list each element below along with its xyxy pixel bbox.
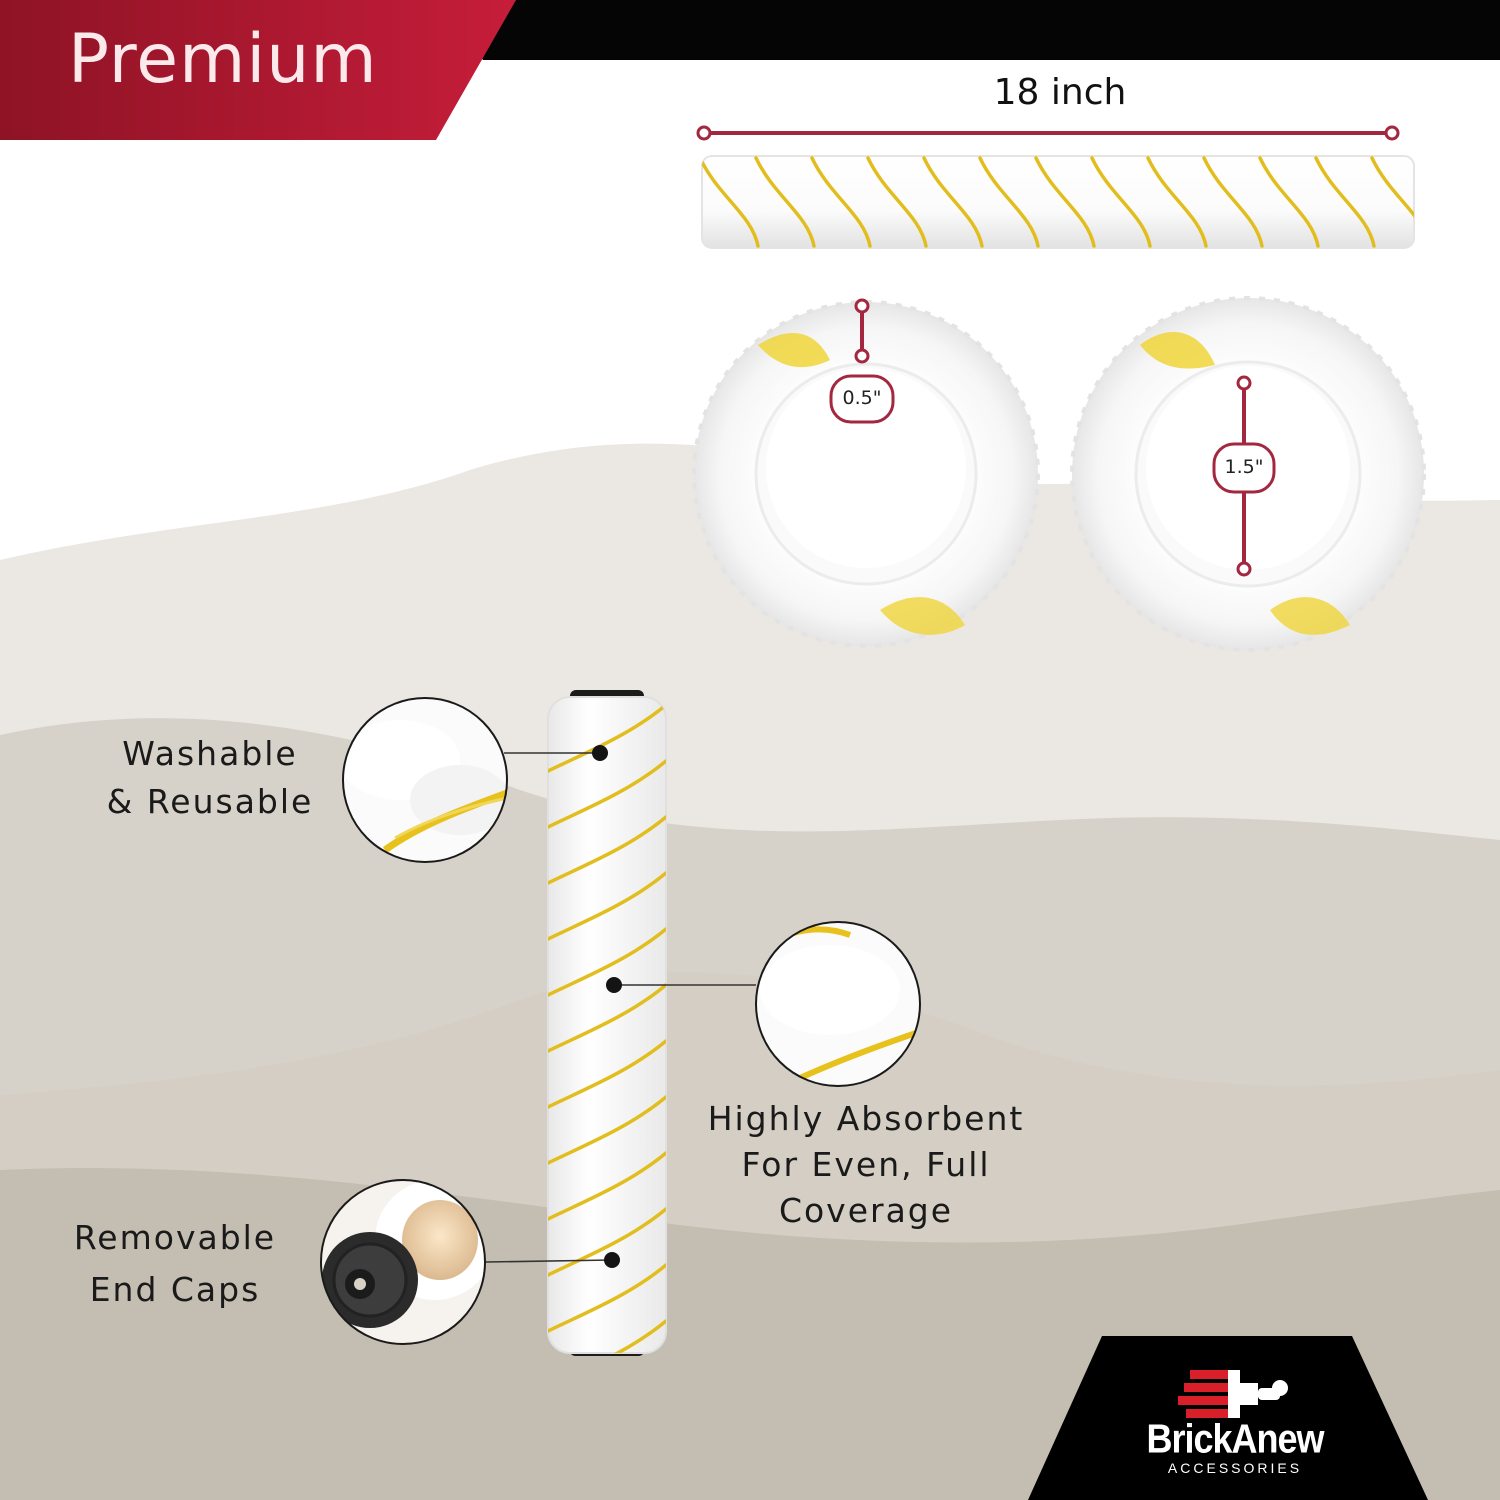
roller-stripe bbox=[978, 156, 1040, 248]
vertical-roller-cover bbox=[547, 690, 667, 1356]
roller-stripe bbox=[1146, 156, 1208, 248]
roller-stripe bbox=[548, 871, 666, 941]
roller-stripe bbox=[1314, 156, 1376, 248]
roller-stripe bbox=[548, 1039, 666, 1109]
roller-stripe bbox=[548, 815, 666, 885]
roller-stripe bbox=[1258, 156, 1320, 248]
length-dimension-line bbox=[696, 125, 1400, 141]
roller-stripe bbox=[1090, 156, 1152, 248]
roller-stripe bbox=[548, 703, 666, 773]
roller-stripe bbox=[1202, 156, 1264, 248]
feature-endcaps-line-2: End Caps bbox=[89, 1270, 261, 1309]
core-dimension-marker bbox=[1212, 375, 1276, 577]
feature-endcaps: Removable End Caps bbox=[30, 1212, 320, 1316]
callout-connectors bbox=[485, 752, 756, 1263]
callout-dots bbox=[592, 745, 622, 1268]
roller-stripe bbox=[548, 983, 666, 1053]
feature-washable: Washable & Reusable bbox=[60, 730, 360, 826]
roller-stripe bbox=[548, 927, 666, 997]
roller-stripe bbox=[548, 1095, 666, 1165]
nap-size-badge: 0.5" bbox=[842, 387, 882, 409]
roller-stripe bbox=[548, 1319, 666, 1353]
feature-washable-line-1: Washable bbox=[122, 734, 298, 773]
roller-stripe bbox=[548, 1207, 666, 1277]
horizontal-roller-cover bbox=[701, 155, 1415, 249]
roller-stripe bbox=[548, 1263, 666, 1333]
roller-stripe bbox=[922, 156, 984, 248]
core-size-badge: 1.5" bbox=[1224, 456, 1264, 478]
roller-stripe bbox=[810, 156, 872, 248]
roller-stripe bbox=[548, 1151, 666, 1221]
roller-stripe bbox=[1034, 156, 1096, 248]
feature-washable-line-2: & Reusable bbox=[106, 782, 314, 821]
feature-absorbent: Highly Absorbent For Even, Full Coverage bbox=[680, 1096, 1052, 1234]
roller-stripe bbox=[866, 156, 928, 248]
roller-stripe bbox=[702, 156, 760, 248]
paintbrush-logo-icon bbox=[1178, 1370, 1288, 1418]
roller-stripe bbox=[1370, 156, 1414, 248]
banner-title: Premium bbox=[68, 20, 378, 99]
feature-absorbent-line-2: For Even, Full bbox=[741, 1145, 991, 1184]
nap-dimension-marker bbox=[829, 298, 895, 424]
brand-tagline: ACCESSORIES bbox=[1167, 1460, 1303, 1476]
feature-absorbent-line-1: Highly Absorbent bbox=[707, 1099, 1025, 1138]
roller-stripe bbox=[754, 156, 816, 248]
washable-zoom-circle bbox=[342, 697, 508, 863]
brand-name: BrickAnew bbox=[1146, 1415, 1324, 1462]
feature-endcaps-line-1: Removable bbox=[73, 1218, 277, 1257]
endcaps-zoom-circle bbox=[320, 1179, 486, 1345]
nap-ring bbox=[692, 300, 1040, 648]
length-label: 18 inch bbox=[993, 72, 1127, 113]
top-banner bbox=[0, 0, 1500, 140]
feature-absorbent-line-3: Coverage bbox=[778, 1191, 954, 1230]
absorbent-zoom-circle bbox=[755, 921, 921, 1087]
roller-stripe bbox=[548, 759, 666, 829]
